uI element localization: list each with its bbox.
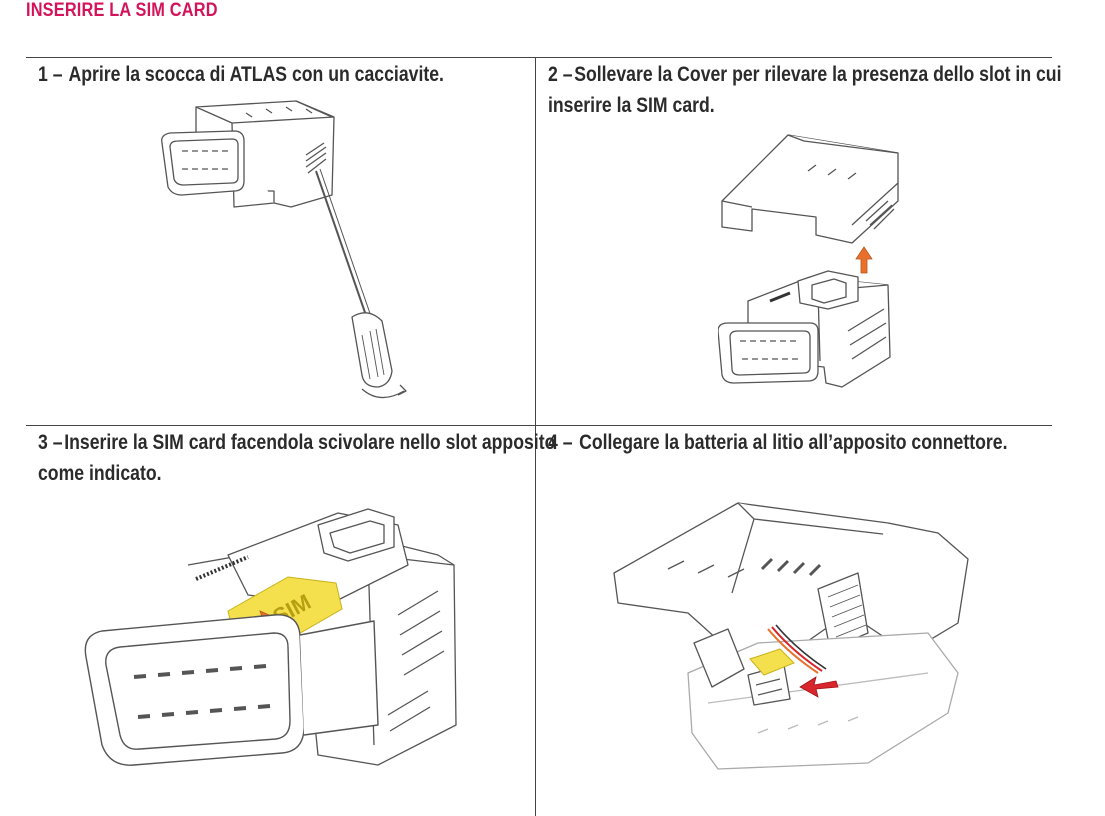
step-3-figure: SIM: [78, 495, 498, 795]
lift-arrow-icon: [855, 246, 873, 274]
step-4-text: Collegare la batteria al litio all’appos…: [579, 431, 1008, 454]
step-4-cell: 4 – Collegare la batteria al litio all’a…: [548, 427, 1048, 813]
step-3-cell: 3 –Inserire la SIM card facendola scivol…: [38, 427, 555, 813]
step-1-text: Aprire la scocca di ATLAS con un cacciav…: [68, 63, 444, 86]
step-2-number: 2 –: [548, 63, 573, 86]
step-1-caption: 1 – Aprire la scocca di ATLAS con un cac…: [38, 59, 450, 90]
lifting-cover-illustration: [718, 134, 899, 388]
table-middle-rule: [26, 425, 1052, 426]
step-3-text-line-2: come indicato.: [38, 462, 162, 485]
step-4-number: 4 –: [548, 431, 573, 454]
table-top-rule: [26, 57, 1052, 58]
step-1-figure: [156, 95, 416, 405]
battery-connector-illustration: [613, 502, 969, 770]
connect-arrow-icon: [799, 676, 839, 698]
steps-table: 1 – Aprire la scocca di ATLAS con un cac…: [26, 57, 1061, 816]
step-4-caption: 4 – Collegare la batteria al litio all’a…: [548, 427, 1007, 458]
page-title: INSERIRE LA SIM CARD: [26, 0, 218, 21]
step-2-figure: [718, 131, 928, 401]
table-column-divider: [535, 57, 536, 816]
step-2-cell: 2 –Sollevare la Cover per rilevare la pr…: [548, 59, 1061, 421]
step-1-number: 1 –: [38, 63, 63, 86]
step-4-figure: [608, 473, 988, 773]
screwdriver-opening-case-illustration: [161, 100, 407, 399]
step-3-caption: 3 –Inserire la SIM card facendola scivol…: [38, 427, 555, 489]
sim-insertion-illustration: SIM: [84, 508, 457, 766]
step-2-text-line-2: inserire la SIM card.: [548, 94, 715, 117]
step-3-text-line-1: Inserire la SIM card facendola scivolare…: [64, 431, 556, 454]
step-2-text-line-1: Sollevare la Cover per rilevare la prese…: [574, 63, 1062, 86]
step-3-number: 3 –: [38, 431, 63, 454]
battery-pack: [749, 648, 795, 676]
step-1-cell: 1 – Aprire la scocca di ATLAS con un cac…: [38, 59, 528, 421]
step-2-caption: 2 –Sollevare la Cover per rilevare la pr…: [548, 59, 1061, 121]
